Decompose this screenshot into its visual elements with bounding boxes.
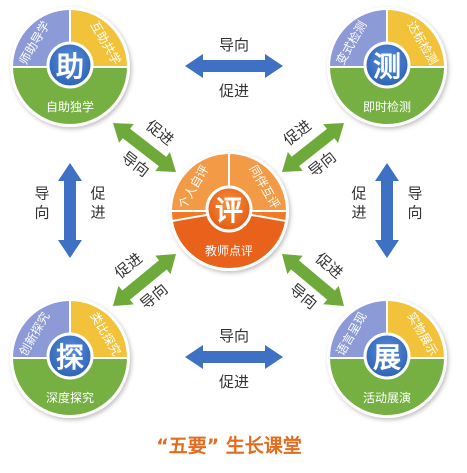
arrow-left: 导向 促进 xyxy=(34,163,106,258)
arrow-shape xyxy=(185,345,283,369)
arrow-label-a: 导向 xyxy=(219,36,249,54)
node-label-bottom: 教师点评 xyxy=(205,243,253,258)
arrow-shape xyxy=(282,123,344,172)
node-segment-bottom xyxy=(327,66,447,126)
arrow-shape xyxy=(58,163,82,258)
node-ce: 测变式检测达标检测即时检测 xyxy=(327,7,447,127)
arrow-label-b: 促进 xyxy=(219,82,249,100)
node-center-label: 测 xyxy=(373,50,401,83)
node-label-bottom: 自助独学 xyxy=(46,99,94,114)
node-label-bottom: 即时检测 xyxy=(363,99,411,114)
arrow-shape xyxy=(113,123,176,172)
arrow-label-b: 导向 xyxy=(407,185,422,222)
node-zhu: 助师助导学互助共学自助独学 xyxy=(10,7,130,127)
arrow-shape xyxy=(282,254,344,306)
node-center-disc xyxy=(46,332,94,380)
node-center-disc xyxy=(363,41,411,89)
arrow-right: 促进 导向 xyxy=(351,163,423,258)
node-center-label: 探 xyxy=(56,341,84,374)
node-label-bottom: 深度探究 xyxy=(46,390,94,405)
arrow-label-a: 导向 xyxy=(219,327,249,345)
arrow-shape xyxy=(375,163,399,258)
node-segment-bottom xyxy=(10,66,130,126)
node-segment-bottom xyxy=(10,357,130,417)
node-center-disc xyxy=(205,185,253,233)
node-label-bottom: 活动展演 xyxy=(363,390,411,405)
arrow-label-b: 促进 xyxy=(219,373,249,391)
arrow-label-a: 导向 xyxy=(34,185,49,222)
node-center-disc xyxy=(363,332,411,380)
node-center-label: 评 xyxy=(215,194,243,227)
node-center-label: 助 xyxy=(56,50,84,83)
node-tan: 探创新探究类比探究深度探究 xyxy=(10,298,130,418)
node-segment-bottom-band xyxy=(170,209,288,270)
node-center-label: 展 xyxy=(373,341,401,374)
node-ping: 评个人自评同伴互评教师点评 xyxy=(169,151,289,271)
arrow-shape xyxy=(185,54,283,78)
arrow-shape xyxy=(113,254,176,306)
node-center-disc xyxy=(46,41,94,89)
node-segment-bottom xyxy=(327,357,447,417)
arrow-label-b: 促进 xyxy=(90,185,105,222)
arrow-label-a: 促进 xyxy=(351,185,366,222)
diagram-title: “五要” 生长课堂 xyxy=(156,434,302,457)
node-zhan: 展语言呈现实物展示活动展演 xyxy=(327,298,447,418)
